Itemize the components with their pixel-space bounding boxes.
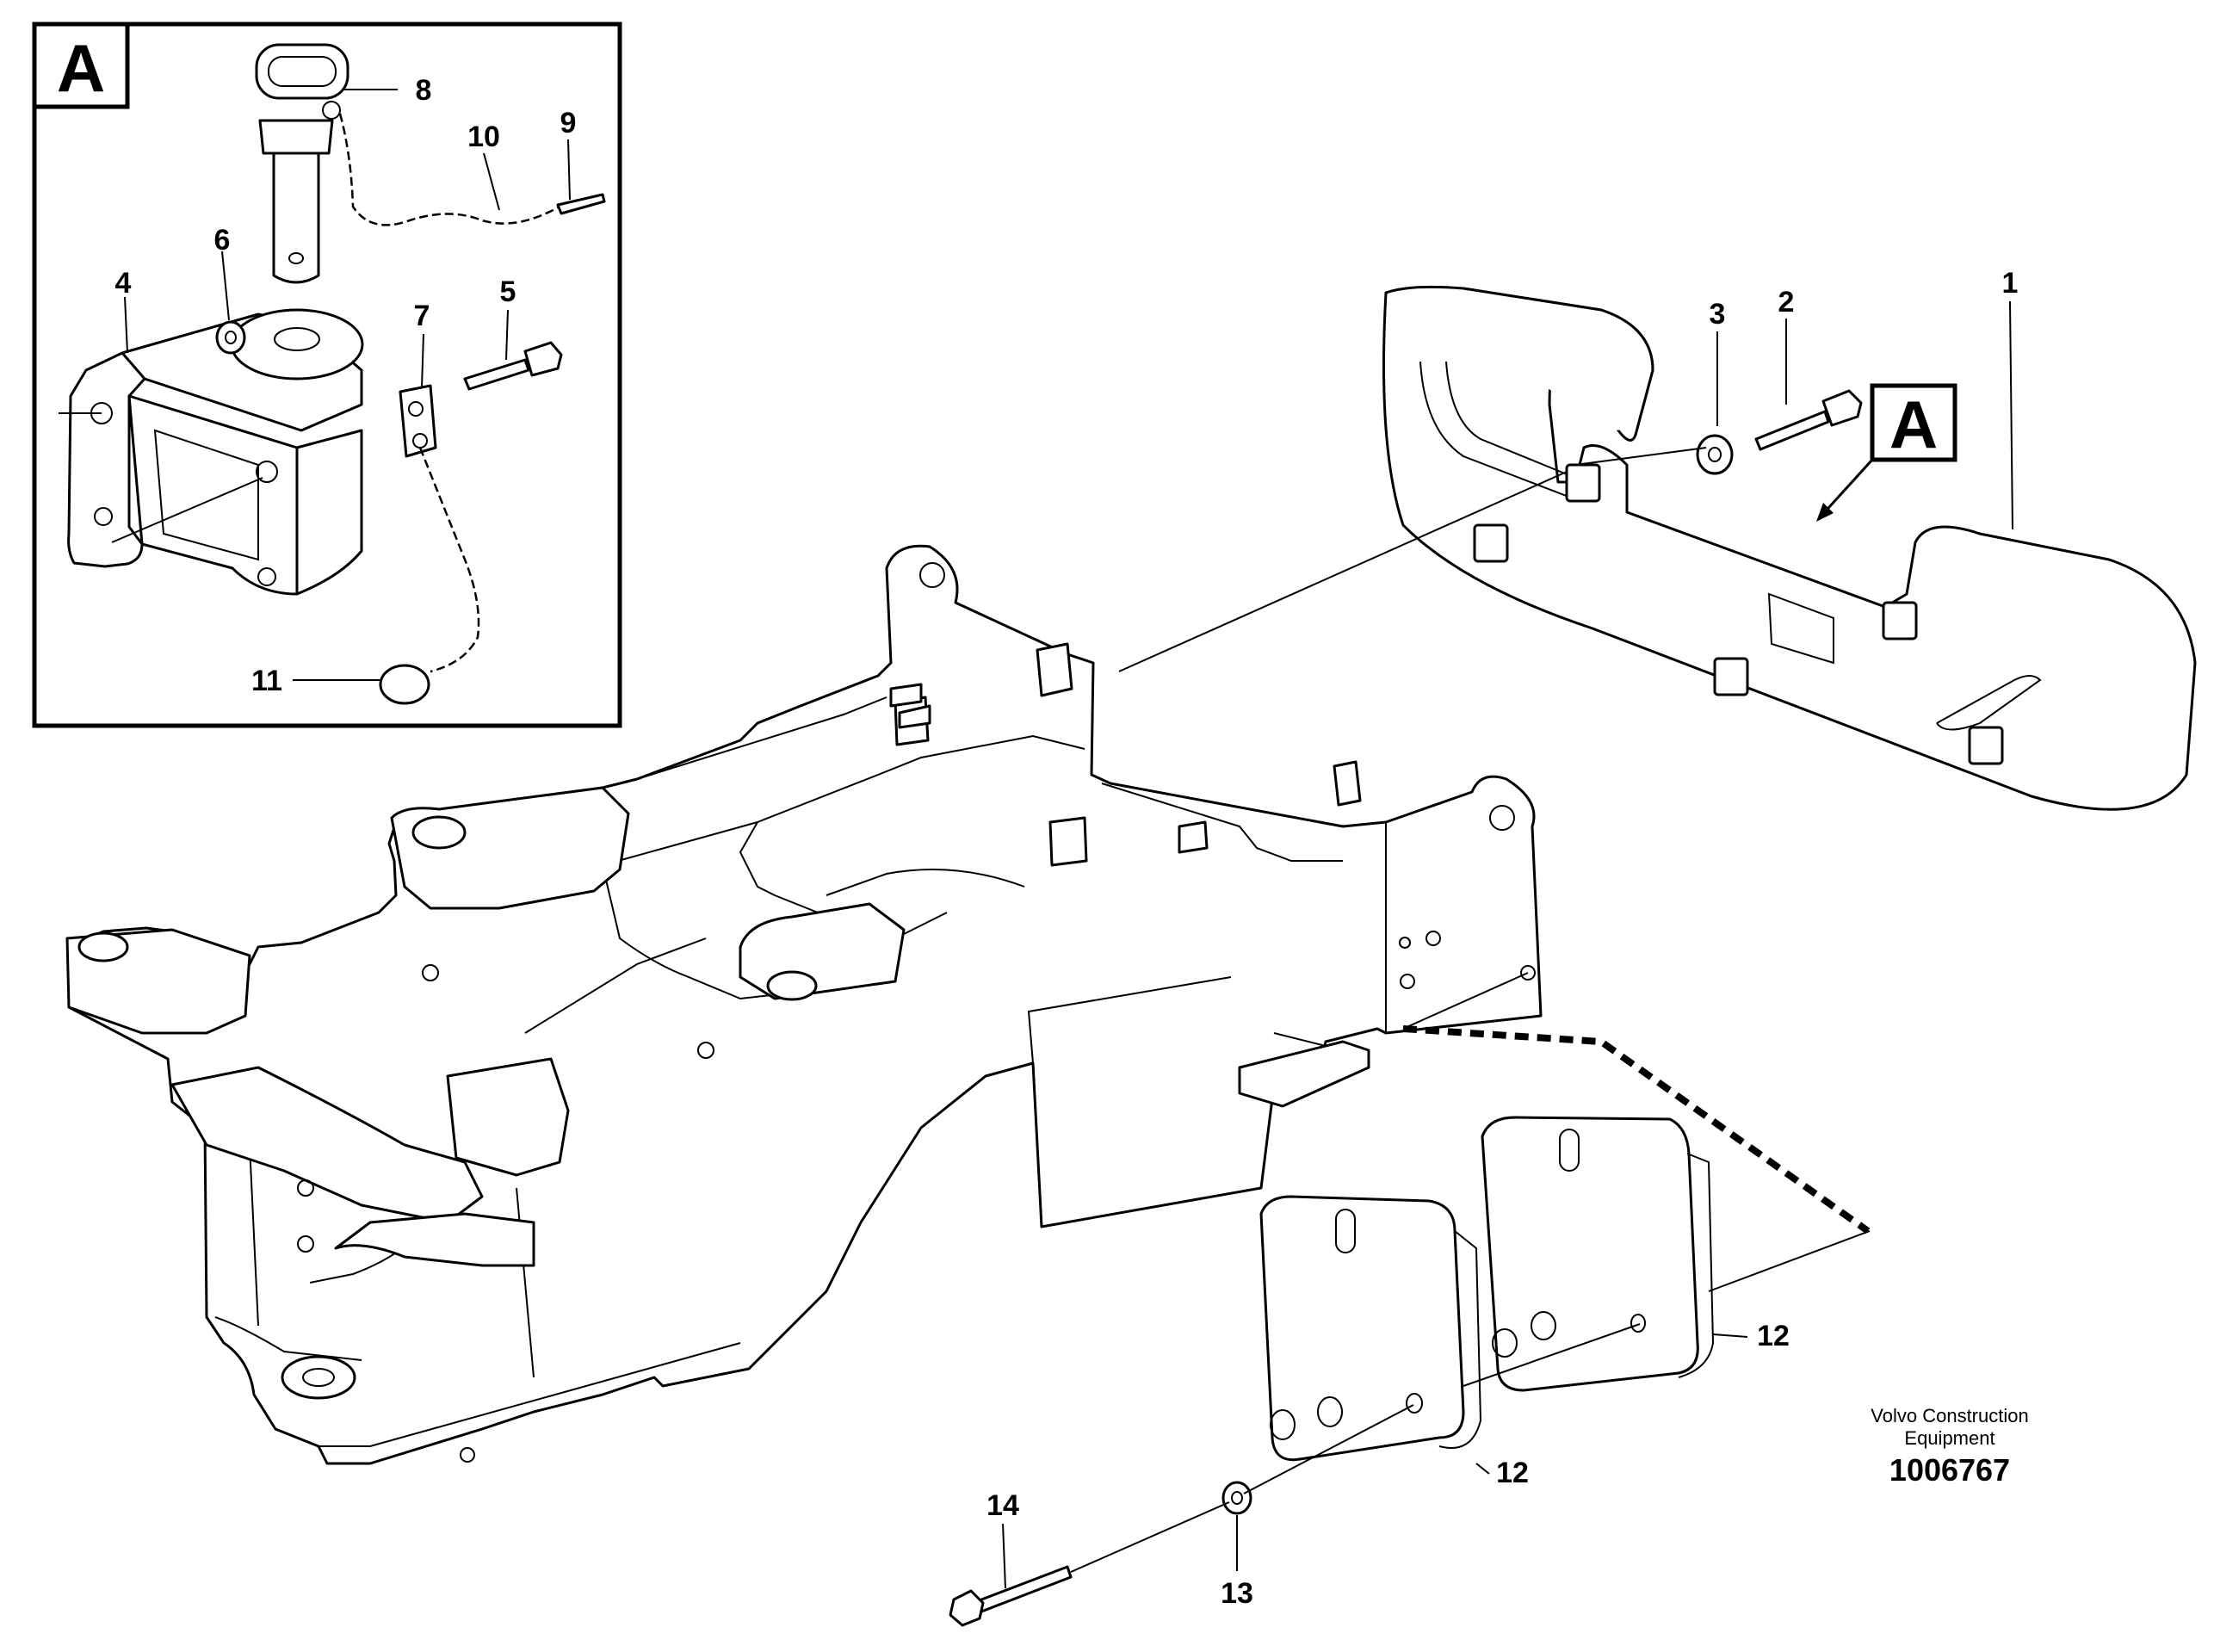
weight-plate-front bbox=[1259, 1195, 1482, 1462]
washer-13 bbox=[1221, 1481, 1252, 1515]
chassis-frame bbox=[65, 544, 1543, 1465]
detail-view-a: A bbox=[32, 22, 622, 728]
callout-10: 10 bbox=[467, 121, 500, 153]
bolt-2 bbox=[1754, 410, 1830, 451]
rod-9 bbox=[556, 193, 606, 215]
callout-14: 14 bbox=[986, 1489, 1019, 1522]
pin-part bbox=[255, 43, 349, 284]
callout-9: 9 bbox=[560, 107, 577, 139]
callout-3: 3 bbox=[1710, 298, 1726, 331]
diagram-part-number: 1006767 bbox=[1889, 1452, 2010, 1488]
callout-12-rear: 12 bbox=[1757, 1320, 1790, 1352]
ring-11 bbox=[379, 664, 430, 705]
plate-7 bbox=[399, 384, 437, 458]
callout-box-label: A bbox=[1889, 387, 1938, 462]
callout-12-front: 12 bbox=[1496, 1457, 1529, 1489]
bracket-part bbox=[67, 308, 364, 596]
callout-2: 2 bbox=[1778, 286, 1795, 319]
callout-7: 7 bbox=[414, 300, 430, 332]
washer-6 bbox=[215, 320, 246, 355]
washer-3 bbox=[1696, 434, 1734, 475]
chain-upper bbox=[338, 113, 560, 226]
callout-6: 6 bbox=[214, 224, 231, 257]
chain-lower bbox=[418, 447, 480, 673]
weight-plate-rear bbox=[1481, 1116, 1715, 1392]
callout-8: 8 bbox=[416, 74, 432, 107]
callout-11: 11 bbox=[251, 665, 282, 697]
callout-5: 5 bbox=[500, 275, 516, 308]
bolt-5 bbox=[463, 358, 530, 391]
callout-13: 13 bbox=[1221, 1577, 1253, 1610]
callout-4: 4 bbox=[115, 267, 132, 300]
manufacturer-line-1: Volvo Construction bbox=[1871, 1405, 2028, 1426]
manufacturer-line-2: Equipment bbox=[1904, 1427, 1994, 1449]
counterweight-part bbox=[1382, 285, 2197, 811]
detail-view-label: A bbox=[57, 30, 105, 106]
bolt-14 bbox=[971, 1565, 1073, 1615]
callout-1: 1 bbox=[2002, 267, 2019, 300]
